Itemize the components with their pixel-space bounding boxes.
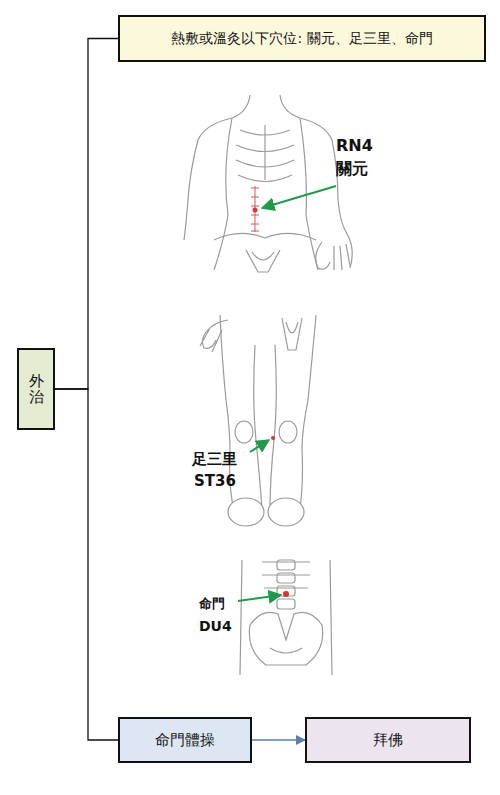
node-text: 外治 xyxy=(29,373,44,406)
point-name: 關元 xyxy=(336,160,368,178)
point-name: 命門 xyxy=(199,597,225,611)
node-text: 命門體操 xyxy=(155,731,215,750)
point-name: 足三里 xyxy=(192,451,237,468)
point-code: RN4 xyxy=(336,137,373,155)
point-code: DU4 xyxy=(199,619,232,634)
group-box: 外治 xyxy=(17,348,55,430)
connector xyxy=(55,389,118,740)
node-text: 拜佛 xyxy=(373,731,403,750)
connector xyxy=(252,739,305,740)
connector xyxy=(55,39,118,390)
instruction-box: 熱敷或溫灸以下穴位: 關元、足三里、命門 xyxy=(118,15,486,62)
point-code: ST36 xyxy=(194,473,236,490)
node-text: 熱敷或溫灸以下穴位: 關元、足三里、命門 xyxy=(171,30,432,48)
exercise-box: 命門體操 xyxy=(118,717,252,763)
exercise-box: 拜佛 xyxy=(305,717,471,763)
